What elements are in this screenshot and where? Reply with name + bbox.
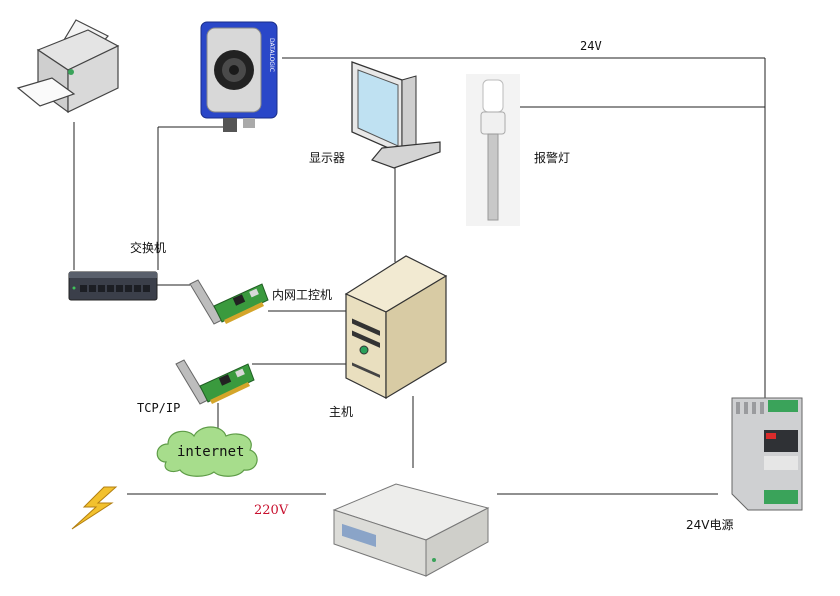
monitor-icon — [348, 56, 444, 174]
alarm-light-icon — [466, 74, 520, 226]
220v-label: 220V — [254, 503, 289, 518]
switch-icon — [68, 268, 160, 304]
host-label: 主机 — [329, 405, 354, 419]
alarm-light-label: 报警灯 — [534, 151, 571, 165]
camera-brand: DATALOGIC — [268, 38, 275, 72]
host-computer-icon — [342, 254, 448, 400]
network-card-icon — [174, 356, 256, 406]
power-supply-icon — [718, 394, 806, 514]
ups-icon — [330, 480, 490, 580]
24v-label: 24V — [580, 39, 602, 53]
switch-label: 交换机 — [130, 241, 167, 255]
printer-icon — [16, 16, 120, 120]
intranet-ipc-label: 内网工控机 — [272, 288, 333, 302]
24v-psu-label: 24V电源 — [686, 518, 734, 532]
internet-label: internet — [177, 444, 245, 460]
lightning-icon — [68, 485, 122, 531]
camera-icon: DATALOGIC — [193, 18, 285, 136]
internet-cloud-icon — [152, 422, 262, 478]
network-card-icon — [188, 276, 270, 326]
tcpip-label: TCP/IP — [137, 401, 181, 415]
monitor-label: 显示器 — [309, 151, 346, 165]
